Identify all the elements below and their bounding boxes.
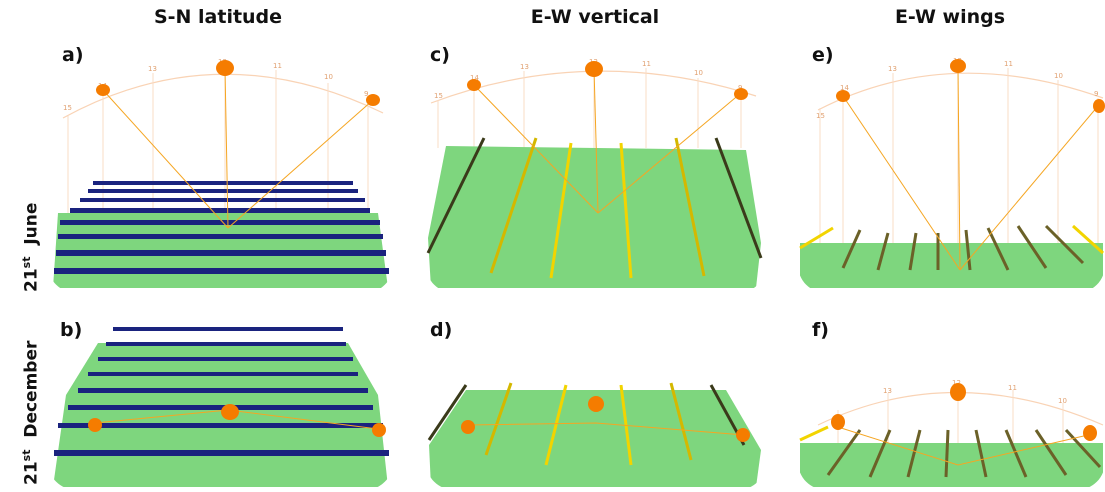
sun-arc	[817, 72, 1104, 111]
sun-icon	[585, 61, 603, 77]
sun-icon	[372, 423, 386, 437]
svg-text:11: 11	[642, 60, 651, 68]
scene-d	[427, 382, 761, 487]
panel-label: c)	[430, 44, 450, 66]
sun-rays	[842, 66, 1099, 271]
sun-icon	[88, 418, 102, 432]
scene-b	[53, 327, 389, 487]
panel-rows	[799, 224, 1105, 271]
svg-text:11: 11	[1008, 384, 1017, 392]
panel-label: d)	[430, 319, 453, 341]
svg-text:9: 9	[1094, 90, 1098, 98]
svg-text:10: 10	[1054, 72, 1063, 80]
hour-labels: 13 12 11 10	[883, 379, 1067, 405]
svg-text:11: 11	[1004, 60, 1013, 68]
sun-icon	[950, 383, 966, 401]
panel-rows	[426, 137, 763, 279]
ground	[53, 343, 388, 487]
ground	[800, 243, 1103, 288]
panel-label: f)	[812, 319, 829, 341]
sun-icon	[836, 90, 850, 102]
row-date-suffix: st	[20, 449, 33, 462]
panel-b-sn-latitude-december: b)	[48, 315, 393, 490]
svg-text:15: 15	[63, 104, 72, 112]
panel-rows	[54, 327, 389, 456]
svg-text:14: 14	[840, 84, 849, 92]
panel-f-ew-wings-december: 13 12 11 10 f)	[798, 315, 1105, 490]
row-date-number: 21	[21, 268, 42, 292]
svg-text:9: 9	[738, 84, 742, 92]
panel-label: a)	[62, 44, 84, 66]
sun-icon	[734, 88, 748, 100]
svg-text:13: 13	[888, 65, 897, 73]
svg-text:11: 11	[273, 62, 282, 70]
panel-rows	[799, 425, 1102, 478]
hour-lines	[437, 66, 742, 148]
svg-text:13: 13	[148, 65, 157, 73]
svg-text:15: 15	[434, 92, 443, 100]
hour-lines	[819, 65, 1099, 243]
column-header-ew-vertical: E-W vertical	[530, 6, 660, 28]
sun-path	[467, 422, 745, 436]
ground	[800, 443, 1103, 487]
sun-icon	[467, 79, 481, 91]
svg-text:10: 10	[694, 69, 703, 77]
sun-icon	[1093, 99, 1105, 113]
sun-icon	[96, 84, 110, 96]
svg-text:10: 10	[1058, 397, 1067, 405]
ground	[428, 146, 761, 288]
svg-text:13: 13	[883, 387, 892, 395]
sun-icon	[588, 396, 604, 412]
panel-rows	[54, 181, 389, 274]
svg-text:14: 14	[470, 74, 479, 82]
row-date-suffix: st	[20, 256, 33, 269]
svg-text:10: 10	[324, 73, 333, 81]
svg-text:9: 9	[364, 90, 368, 98]
svg-text:13: 13	[520, 63, 529, 71]
panel-d-ew-vertical-december: d)	[426, 315, 766, 490]
sun-rays	[102, 67, 374, 229]
sun-icon	[831, 414, 845, 430]
sun-icon	[221, 404, 239, 420]
sun-icon	[1083, 425, 1097, 441]
sun-rays	[473, 67, 742, 214]
svg-text:15: 15	[816, 112, 825, 120]
column-header-ew-wings: E-W wings	[894, 6, 1006, 28]
sun-icon	[216, 60, 234, 76]
sun-icon	[736, 428, 750, 442]
sun-icon	[461, 420, 475, 434]
sun-icon	[950, 59, 966, 73]
sun-path	[837, 426, 1089, 466]
panel-label: e)	[812, 44, 834, 66]
row-date-number: 21	[21, 461, 42, 485]
sun-arc	[62, 73, 384, 119]
row-date-month: December	[21, 340, 42, 438]
scene-f: 13 12 11 10	[799, 379, 1104, 487]
row-date-month: June	[21, 202, 42, 245]
svg-text:12: 12	[952, 379, 961, 387]
panel-label: b)	[60, 319, 83, 341]
sun-icon	[366, 94, 380, 106]
row-header-june: 21st June	[20, 203, 42, 292]
column-header-sn-latitude: S-N latitude	[153, 6, 283, 28]
row-header-december: 21st December	[20, 341, 42, 485]
